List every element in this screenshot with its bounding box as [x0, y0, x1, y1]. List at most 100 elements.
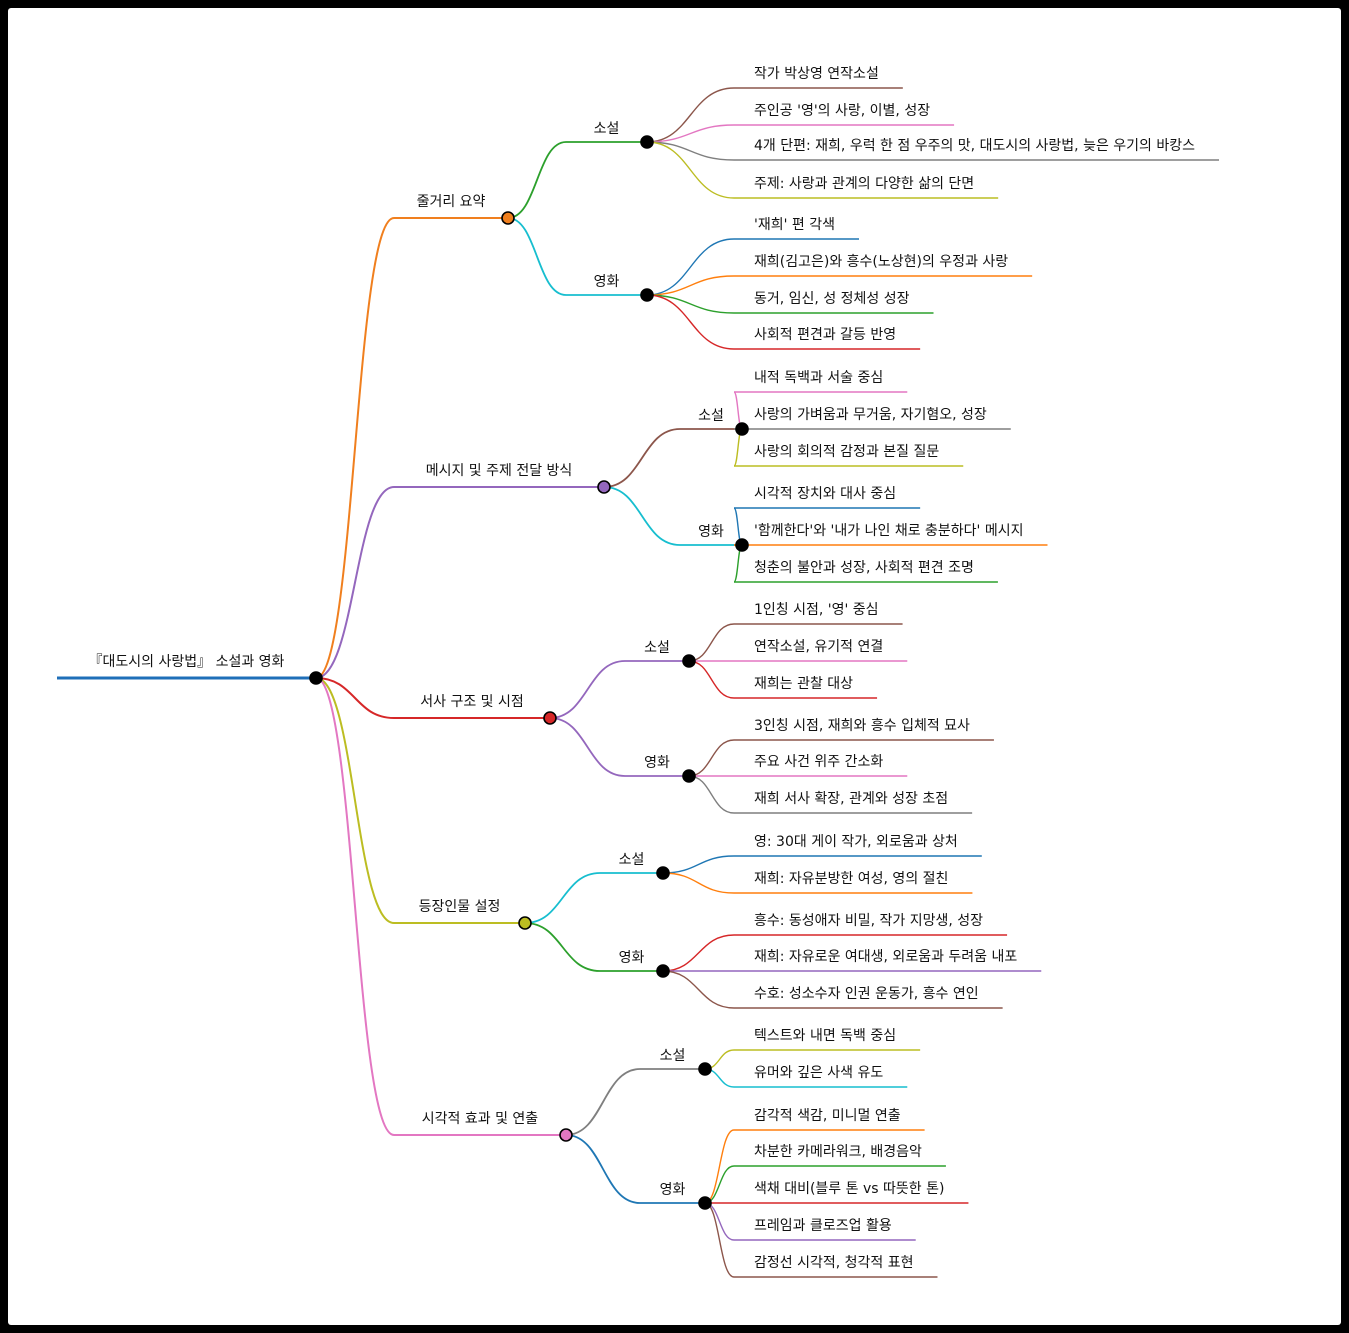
branch-node-dot[interactable]: [501, 211, 515, 225]
leaf-link: [704, 1165, 735, 1204]
group-node-dot[interactable]: [682, 654, 696, 668]
group-node-dot[interactable]: [698, 1196, 712, 1210]
branch-node-dot[interactable]: [543, 711, 557, 725]
leaf-label: 내적 독백과 서술 중심: [754, 370, 883, 386]
leaf-link: [704, 1202, 735, 1278]
leaf-label: 재희: 자유분방한 여성, 영의 절친: [754, 871, 948, 887]
leaf-link: [662, 934, 735, 972]
leaf-label: 재희(김고은)와 흥수(노상현)의 우정과 사랑: [754, 254, 1008, 270]
leaf-label: 영: 30대 게이 작가, 외로움과 상처: [754, 834, 958, 850]
branch-label: 서사 구조 및 시점: [420, 694, 524, 710]
branch-node-dot[interactable]: [597, 480, 611, 494]
leaf-label: 감각적 색감, 미니멀 연출: [754, 1108, 901, 1124]
leaf-link: [688, 660, 735, 699]
leaf-link: [646, 238, 735, 296]
leaf-link: [646, 294, 735, 350]
group-label: 소설: [594, 121, 620, 137]
leaf-link: [646, 124, 735, 143]
leaf-label: 1인칭 시점, '영' 중심: [754, 602, 879, 618]
leaf-link: [662, 855, 735, 874]
leaf-link: [646, 141, 735, 199]
leaf-link: [704, 1202, 735, 1241]
group-node-dot[interactable]: [640, 288, 654, 302]
leaf-label: 3인칭 시점, 재희와 흥수 입체적 묘사: [754, 718, 970, 734]
branch-node-dot[interactable]: [559, 1128, 573, 1142]
branch-label: 시각적 효과 및 연출: [422, 1111, 539, 1127]
group-label: 영화: [698, 524, 724, 540]
branch-link: [315, 677, 395, 719]
leaf-label: 유머와 깊은 사색 유도: [754, 1065, 883, 1081]
group-link: [549, 717, 626, 777]
leaf-link: [688, 775, 735, 814]
leaf-label: 4개 단편: 재희, 우럭 한 점 우주의 맛, 대도시의 사랑법, 늦은 우기…: [754, 138, 1195, 154]
group-node-dot[interactable]: [735, 422, 749, 436]
branch-link: [315, 217, 395, 679]
leaf-link: [688, 623, 735, 662]
leaf-link: [646, 87, 735, 143]
group-link: [507, 141, 567, 219]
leaf-label: 연작소설, 유기적 연결: [754, 639, 883, 655]
leaf-label: 감정선 시각적, 청각적 표현: [754, 1255, 913, 1271]
leaf-label: 주요 사건 위주 간소화: [754, 754, 883, 770]
leaf-label: 텍스트와 내면 독백 중심: [754, 1028, 896, 1044]
group-label: 영화: [594, 274, 620, 290]
branch-label: 줄거리 요약: [417, 194, 486, 210]
group-link: [565, 1068, 641, 1136]
leaf-label: '재희' 편 각색: [754, 217, 835, 233]
leaf-label: 주인공 '영'의 사랑, 이별, 성장: [754, 103, 930, 119]
group-label: 소설: [619, 852, 645, 868]
group-node-dot[interactable]: [656, 964, 670, 978]
branch-link: [315, 677, 395, 924]
branch-label: 메시지 및 주제 전달 방식: [426, 463, 573, 479]
group-link: [524, 922, 601, 972]
root-node-dot[interactable]: [309, 671, 323, 685]
leaf-label: 재희: 자유로운 여대생, 외로움과 두려움 내포: [754, 949, 1017, 965]
group-node-dot[interactable]: [698, 1062, 712, 1076]
leaf-link: [688, 739, 735, 777]
group-label: 영화: [660, 1182, 686, 1198]
leaf-label: 색채 대비(블루 톤 vs 따뜻한 톤): [754, 1181, 944, 1197]
leaf-label: 사랑의 회의적 감정과 본질 질문: [754, 444, 939, 460]
group-node-dot[interactable]: [640, 135, 654, 149]
branch-node-dot[interactable]: [518, 916, 532, 930]
leaf-label: 시각적 장치와 대사 중심: [754, 486, 896, 502]
group-label: 소설: [660, 1048, 686, 1064]
group-label: 소설: [644, 640, 670, 656]
branch-link: [315, 677, 395, 1136]
leaf-label: 흥수: 동성애자 비밀, 작가 지망생, 성장: [754, 913, 983, 929]
group-label: 영화: [619, 950, 645, 966]
leaf-label: 작가 박상영 연작소설: [754, 66, 879, 82]
group-link: [524, 872, 601, 924]
leaf-label: 차분한 카메라워크, 배경음악: [754, 1144, 922, 1160]
mindmap-links: [57, 87, 1220, 1278]
branch-label: 등장인물 설정: [419, 899, 501, 915]
leaf-label: 재희 서사 확장, 관계와 성장 초점: [754, 791, 948, 807]
branch-link: [315, 486, 395, 679]
leaf-label: '함께한다'와 '내가 나인 채로 충분하다' 메시지: [754, 523, 1024, 539]
leaf-link: [662, 872, 735, 894]
group-link: [603, 486, 681, 546]
leaf-label: 청춘의 불안과 성장, 사회적 편견 조명: [754, 560, 974, 576]
group-node-dot[interactable]: [682, 769, 696, 783]
leaf-label: 수호: 성소수자 인권 운동가, 흥수 연인: [754, 986, 979, 1002]
group-node-dot[interactable]: [735, 538, 749, 552]
leaf-link: [662, 970, 735, 1009]
root-label: 『대도시의 사랑법』 소설과 영화: [89, 654, 285, 670]
leaf-label: 프레임과 클로즈업 활용: [754, 1218, 892, 1234]
group-link: [507, 217, 567, 296]
leaf-label: 사랑의 가벼움과 무거움, 자기혐오, 성장: [754, 407, 987, 423]
leaf-link: [646, 141, 735, 161]
leaf-label: 재희는 관찰 대상: [754, 676, 853, 692]
group-link: [603, 428, 681, 488]
leaf-label: 동거, 임신, 성 정체성 성장: [754, 291, 910, 307]
leaf-link: [646, 294, 735, 314]
leaf-label: 주제: 사랑과 관계의 다양한 삶의 단면: [754, 176, 974, 192]
group-node-dot[interactable]: [656, 866, 670, 880]
group-label: 영화: [644, 755, 670, 771]
group-link: [565, 1134, 641, 1204]
group-link: [549, 660, 626, 719]
group-label: 소설: [698, 408, 724, 424]
